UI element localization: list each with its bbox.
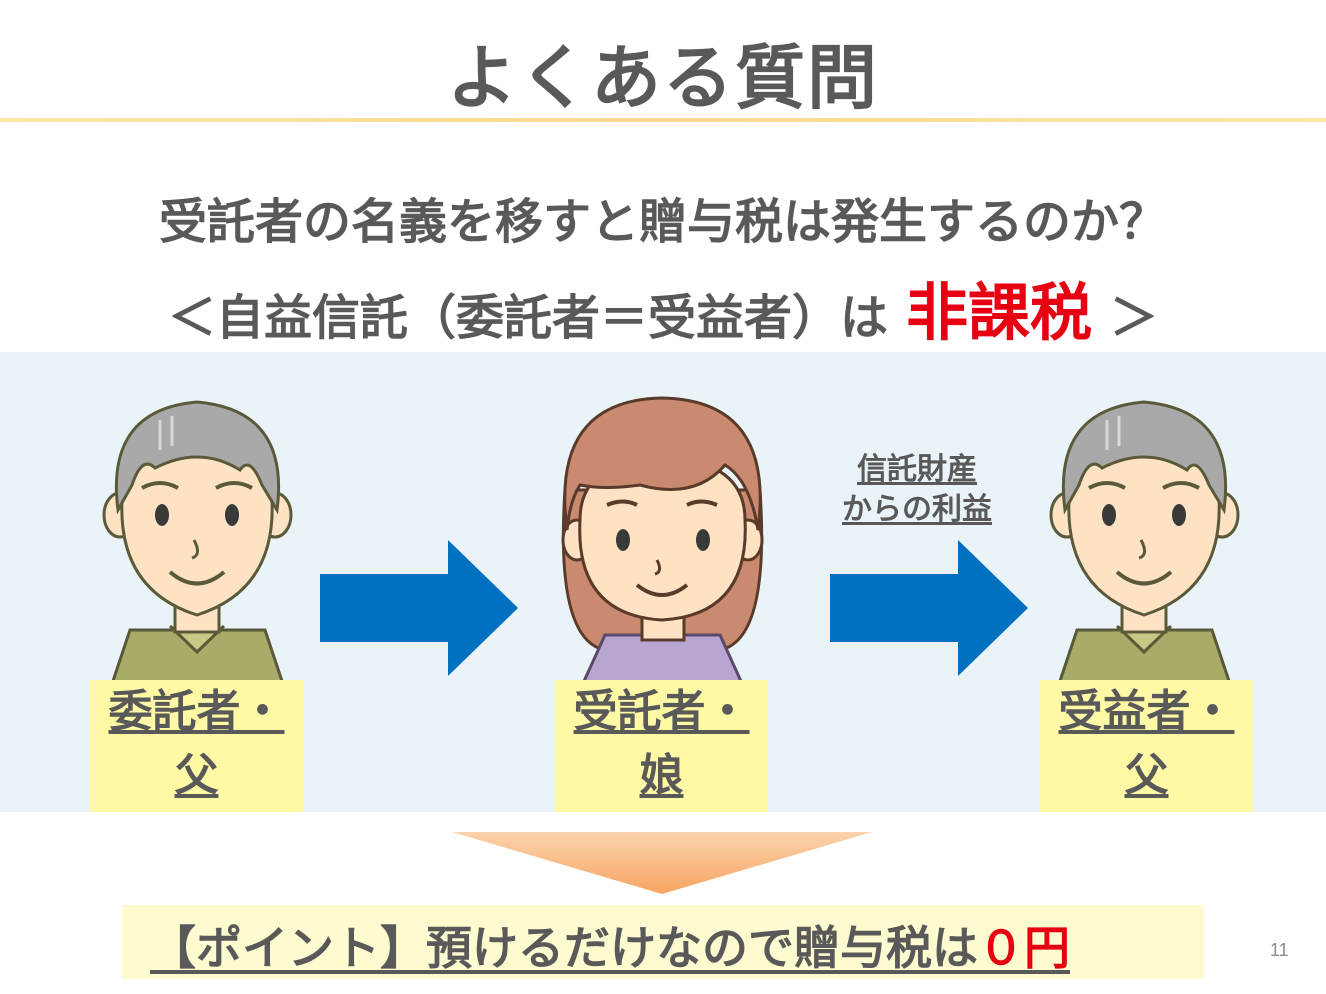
role-label: 受益者・ bbox=[1058, 686, 1235, 737]
question-text: 受託者の名義を移すと贈与税は発生するのか？ bbox=[158, 194, 1167, 250]
answer-suffix: ＞ bbox=[1110, 290, 1159, 346]
answer-prefix: ＜自益信託（委託者＝受益者）は bbox=[167, 290, 888, 346]
elderly-man-icon bbox=[102, 400, 293, 690]
point-highlight: ０円 bbox=[978, 921, 1070, 975]
elderly-man-icon bbox=[1049, 400, 1240, 690]
relation-label: 父 bbox=[1124, 750, 1169, 801]
arrow-right-icon bbox=[320, 540, 518, 676]
role-label: 受託者・ bbox=[573, 686, 750, 737]
answer-line: ＜自益信託（委託者＝受益者）は非課税 ＞ bbox=[0, 262, 1326, 352]
slide-title: よくある質問 bbox=[447, 37, 879, 119]
woman-icon bbox=[561, 396, 764, 690]
page-number: 11 bbox=[1270, 940, 1289, 960]
benefit-line1: 信託財産 bbox=[857, 452, 977, 487]
arrow-right-icon bbox=[830, 540, 1028, 676]
role-label: 委託者・ bbox=[108, 686, 285, 737]
point-main: 【ポイント】預けるだけなので贈与税は bbox=[150, 921, 978, 975]
answer-highlight: 非課税 bbox=[905, 276, 1092, 349]
label-beneficiary-father: 受益者・ 父 bbox=[1040, 680, 1253, 812]
title-divider bbox=[0, 118, 1326, 122]
down-arrow-icon bbox=[452, 832, 872, 894]
benefit-label: 信託財産 からの利益 bbox=[822, 450, 1012, 530]
point-box bbox=[122, 905, 1204, 979]
label-trustee-daughter: 受託者・ 娘 bbox=[555, 680, 768, 812]
relation-label: 娘 bbox=[639, 750, 684, 801]
relation-label: 父 bbox=[174, 750, 219, 801]
label-settlor-father: 委託者・ 父 bbox=[90, 680, 303, 812]
benefit-line2: からの利益 bbox=[842, 492, 992, 527]
point-text: 【ポイント】預けるだけなので贈与税は０円 bbox=[150, 912, 1070, 978]
